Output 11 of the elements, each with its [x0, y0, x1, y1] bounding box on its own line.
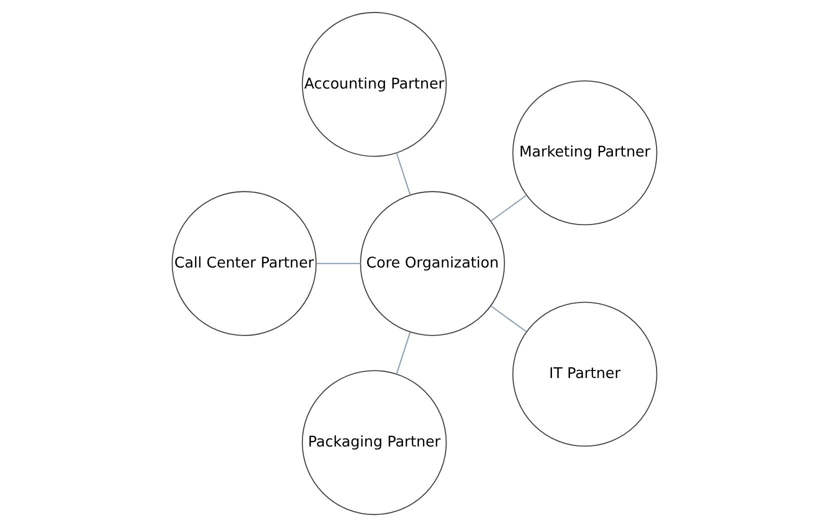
node-circle: IT Partner: [512, 302, 658, 447]
connector: [490, 194, 527, 222]
connector: [490, 305, 527, 332]
node-circle: Call Center Partner: [172, 191, 317, 336]
connector: [396, 332, 411, 374]
node-circle: Accounting Partner: [302, 12, 447, 157]
connector: [316, 262, 360, 264]
node-circle: Core Organization: [360, 191, 505, 336]
node-circle: Packaging Partner: [302, 370, 447, 516]
node-circle: Marketing Partner: [512, 80, 658, 226]
connector: [396, 152, 411, 195]
